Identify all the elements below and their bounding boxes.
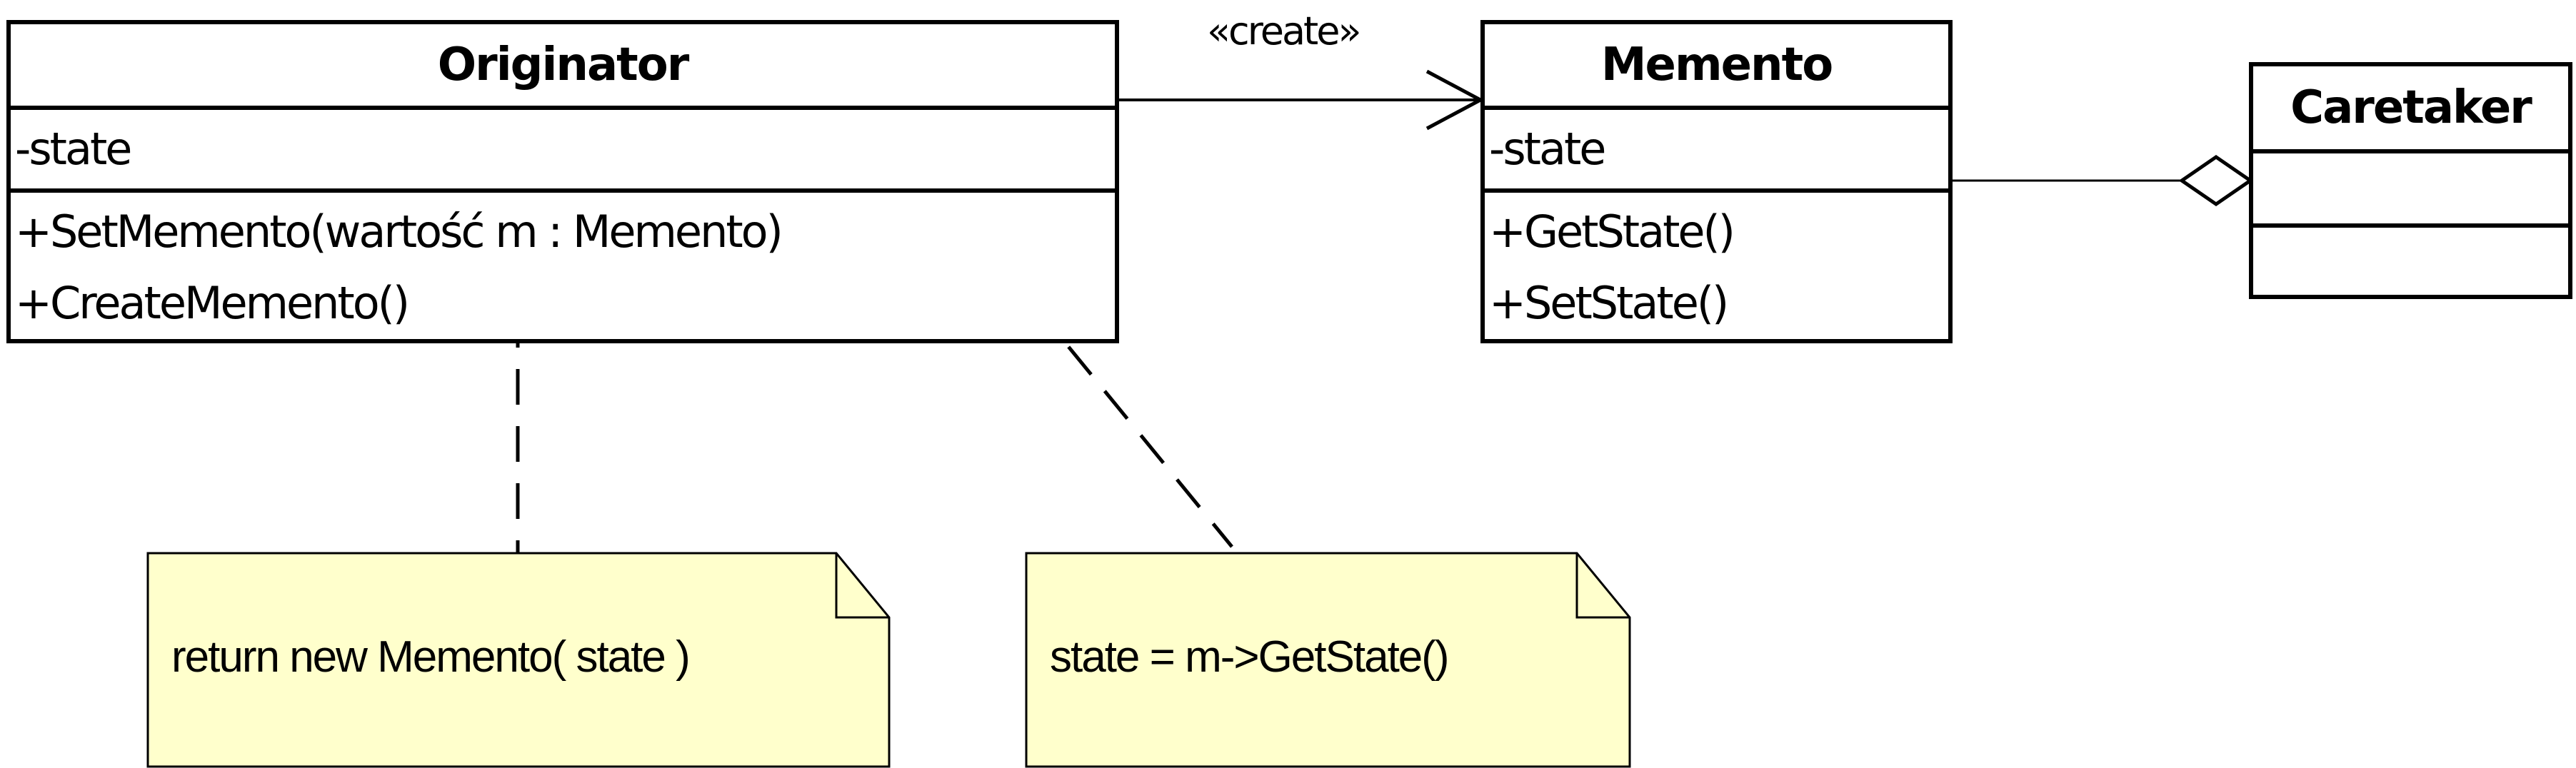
class-caretaker[interactable]: Caretaker: [2249, 62, 2572, 299]
operation: +GetState(): [1489, 206, 1735, 258]
attribute: -state: [1489, 123, 1606, 175]
class-memento[interactable]: Memento -state +GetState() +SetState(): [1480, 20, 1953, 343]
class-attributes: [2253, 153, 2568, 228]
create-stereotype-label: «create»: [1207, 9, 1361, 54]
operation: +SetState(): [1489, 277, 1729, 329]
class-attributes: -state: [11, 110, 1115, 193]
operation: +CreateMemento(): [15, 277, 410, 329]
aggregation-diamond-icon: [2178, 154, 2254, 207]
class-name: Memento: [1485, 24, 1948, 110]
note-fold: [835, 553, 889, 619]
class-name: Caretaker: [2253, 66, 2568, 153]
attribute: -state: [15, 123, 132, 175]
class-attributes: -state: [1485, 110, 1948, 193]
note-shape: [1025, 552, 1631, 768]
class-operations: +SetMemento(wartość m : Memento) +Create…: [11, 193, 1115, 339]
class-originator[interactable]: Originator -state +SetMemento(wartość m …: [6, 20, 1119, 343]
note-shape: [146, 552, 891, 768]
operation: +SetMemento(wartość m : Memento): [15, 206, 783, 258]
note-text: state = m->GetState(): [1050, 632, 1450, 682]
class-operations: +GetState() +SetState(): [1485, 193, 1948, 339]
class-name: Originator: [11, 24, 1115, 110]
note-text: return new Memento( state ): [171, 632, 691, 682]
note-fold: [1575, 553, 1630, 619]
